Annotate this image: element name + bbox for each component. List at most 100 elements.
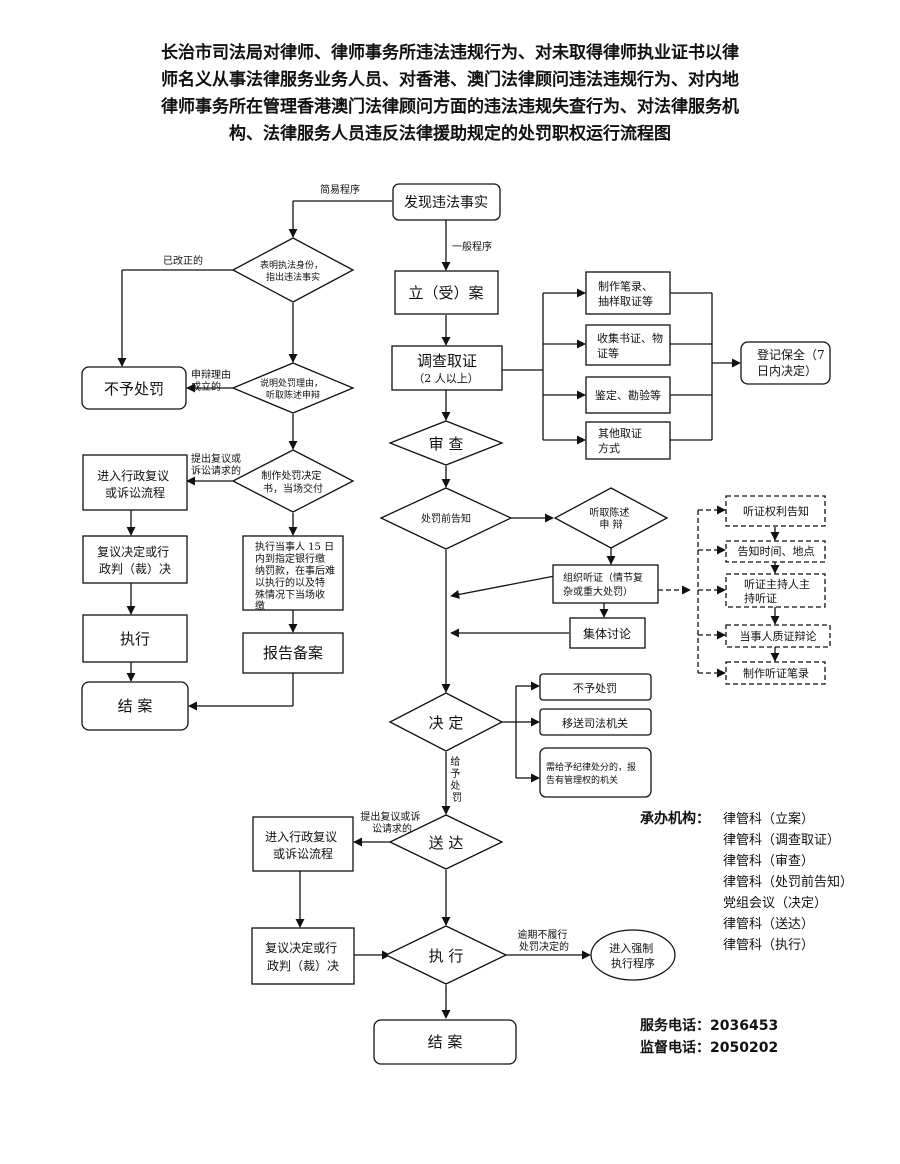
svg-text:听取陈述 申 辩: 听取陈述 申 辩 [589,506,632,531]
appeal-right-line: 讼请求的 [372,822,412,835]
organization-line: 律管科（处罚前告知） [723,875,854,890]
hear-defense-diamond: 听取陈述 申 辩 [553,487,669,549]
explain-reason-line: 说明处罚理由， [260,377,323,389]
execute-box-left: 执行 [82,614,188,663]
page-title: 长治市司法局对律师、律师事务所违法违规行为、对未取得律师执业证书以律 师名义从事… [40,40,860,148]
svg-text:需给予纪律处分的，报 告有管理权的机关: 需给予纪律处分的，报 告有管理权的机关 [546,761,639,786]
organize-hearing-line: 杂或重大处罚） [563,585,633,598]
svg-text:收集书证、物 证等: 收集书证、物 证等 [597,331,667,360]
decide-diamond: 决 定 [388,692,504,752]
no-penalty-text-left: 不予处罚 [104,380,164,398]
discover-violation-box: 发现违法事实 [392,183,501,221]
disciplinary-report-box: 需给予纪律处分的，报 告有管理权的机关 [539,747,652,798]
pre-notice-diamond: 处罚前告知 [379,487,513,550]
execution-note-line: 纳罚款，在事后难 [255,564,335,577]
evidence-appraisal-text: 鉴定、勘验等 [595,388,661,402]
no-penalty-box-left: 不予处罚 [81,366,187,410]
hearing-time-box: 告知时间、地点 [725,540,826,563]
close-case-text: 结 案 [428,1033,463,1051]
close-case-box-left: 结 案 [81,681,189,731]
corrected-label: 已改正的 [163,254,203,267]
title-line: 律师事务所在管理香港澳门法律顾问方面的违法违规失查行为、对法律服务机 [161,97,739,117]
hearing-rights-text: 听证权利告知 [743,504,809,518]
defense-holds-line: 成立的 [191,380,221,393]
hearing-time-text: 告知时间、地点 [738,544,815,558]
hearing-debate-text: 当事人质证辩论 [740,629,817,643]
hearing-host-line: 持听证 [744,591,777,605]
organize-hearing-line: 组织听证（情节复 [563,571,643,584]
review-process-right-line: 进入行政复议 [265,830,337,844]
review-text: 审 查 [429,435,464,453]
give-penalty-char: 处 [450,780,460,792]
general-procedure-label: 一般程序 [452,240,492,253]
investigate-box: 调查取证 （2 人以上） [391,345,503,391]
disciplinary-report-line: 告有管理权的机关 [546,774,618,786]
review-decision-right-line: 政判（裁）决 [267,959,339,973]
evidence-other-line: 其他取证 [598,427,642,440]
execute-text-left: 执行 [120,630,150,648]
disciplinary-report-line: 需给予纪律处分的，报 [546,761,636,773]
deliver-text: 送 达 [429,834,464,852]
evidence-record-line: 抽样取证等 [598,294,653,308]
deliver-diamond: 送 达 [388,814,504,870]
organization-line: 律管科（立案） [723,812,815,827]
no-penalty-box-right: 不予处罚 [539,673,652,701]
execution-note-line: 以执行的以及特 [255,576,325,589]
execute-text: 执 行 [429,947,464,965]
evidence-record-box: 制作笔录、 抽样取证等 [585,271,671,315]
give-penalty-char: 予 [450,768,460,780]
overdue-line: 逾期不履行 [517,928,567,941]
appeal-left-line: 提出复议或 [191,452,241,465]
preservation-box: 登记保全（7 日内决定） [740,341,831,385]
preservation-line: 日内决定） [757,363,817,378]
execution-note-line: 殊情况下当场收 [255,588,325,601]
appeal-left-label: 提出复议或 诉讼请求的 [191,452,244,477]
collective-discussion-box: 集体讨论 [569,617,646,649]
svg-text:登记保全（7 日内决定）: 登记保全（7 日内决定） [757,347,828,378]
organize-hearing-box: 组织听证（情节复 杂或重大处罚） [552,564,659,604]
overdue-label: 逾期不履行 处罚决定的 [517,928,570,953]
evidence-appraisal-box: 鉴定、勘验等 [585,376,671,414]
execution-note-line: 内到指定银行缴 [255,552,325,565]
connectors-main [295,220,741,1019]
connectors [117,200,392,711]
organization-line: 律管科（执行） [723,938,815,953]
evidence-record-line: 制作笔录、 [598,279,653,293]
hearing-debate-box: 当事人质证辩论 [725,624,831,648]
execution-note-box: 执行当事人 15 日 内到指定银行缴 纳罚款，在事后难 以执行的以及特 殊情况下… [242,535,344,612]
svg-text:复议决定或行 政判（裁）决: 复议决定或行 政判（裁）决 [265,940,341,973]
review-decision-line: 复议决定或行 [97,544,169,559]
organization-line: 律管科（送达） [723,917,815,932]
give-penalty-char: 罚 [452,792,462,804]
check-identity-diamond: 表明执法身份， 指出违法事实 [231,237,355,303]
explain-reason-line: 听取陈述申辩 [266,389,320,401]
investigate-text: 调查取证 [417,352,477,370]
svg-text:进入行政复议 或诉讼流程: 进入行政复议 或诉讼流程 [97,469,173,500]
overdue-line: 处罚决定的 [519,940,569,953]
execution-note-line: 缴 [255,599,265,612]
title-line: 构、法律服务人员违反法律援助规定的处罚职权运行流程图 [229,124,671,144]
execute-diamond: 执 行 [384,925,508,985]
hearing-connectors [658,505,780,678]
svg-text:说明处罚理由， 听取陈述申辩: 说明处罚理由， 听取陈述申辩 [260,377,326,401]
explain-reason-diamond: 说明处罚理由， 听取陈述申辩 [231,362,355,414]
investigate-sub-text: （2 人以上） [413,372,479,385]
hear-defense-line: 申 辩 [599,518,622,531]
service-phone: 服务电话：2036453 [640,1018,779,1034]
transfer-judicial-box: 移送司法机关 [539,708,652,736]
evidence-collect-line: 证等 [597,346,619,360]
evidence-collect-line: 收集书证、物 [597,331,663,345]
report-filing-text: 报告备案 [263,644,323,662]
review-diamond: 审 查 [388,420,504,466]
register-case-box: 立（受）案 [394,270,499,315]
enforcement-line: 执行程序 [611,956,655,970]
svg-text:组织听证（情节复 杂或重大处罚）: 组织听证（情节复 杂或重大处罚） [563,571,646,598]
organization-line: 党组会议（决定） [723,896,828,911]
svg-text:执行当事人 15 日 内到指定银行缴: 执行当事人 15 日 内到指定银行缴 纳罚款，在事后难 以执行的以及特 殊情况下… [255,540,338,612]
evidence-other-line: 方式 [598,441,620,455]
close-case-box: 结 案 [373,1019,517,1065]
supervise-phone: 监督电话：2050202 [640,1040,779,1056]
defense-holds-line: 申辩理由 [191,368,231,381]
defense-holds-label: 申辩理由 成立的 [191,368,234,393]
report-filing-box: 报告备案 [242,632,344,674]
